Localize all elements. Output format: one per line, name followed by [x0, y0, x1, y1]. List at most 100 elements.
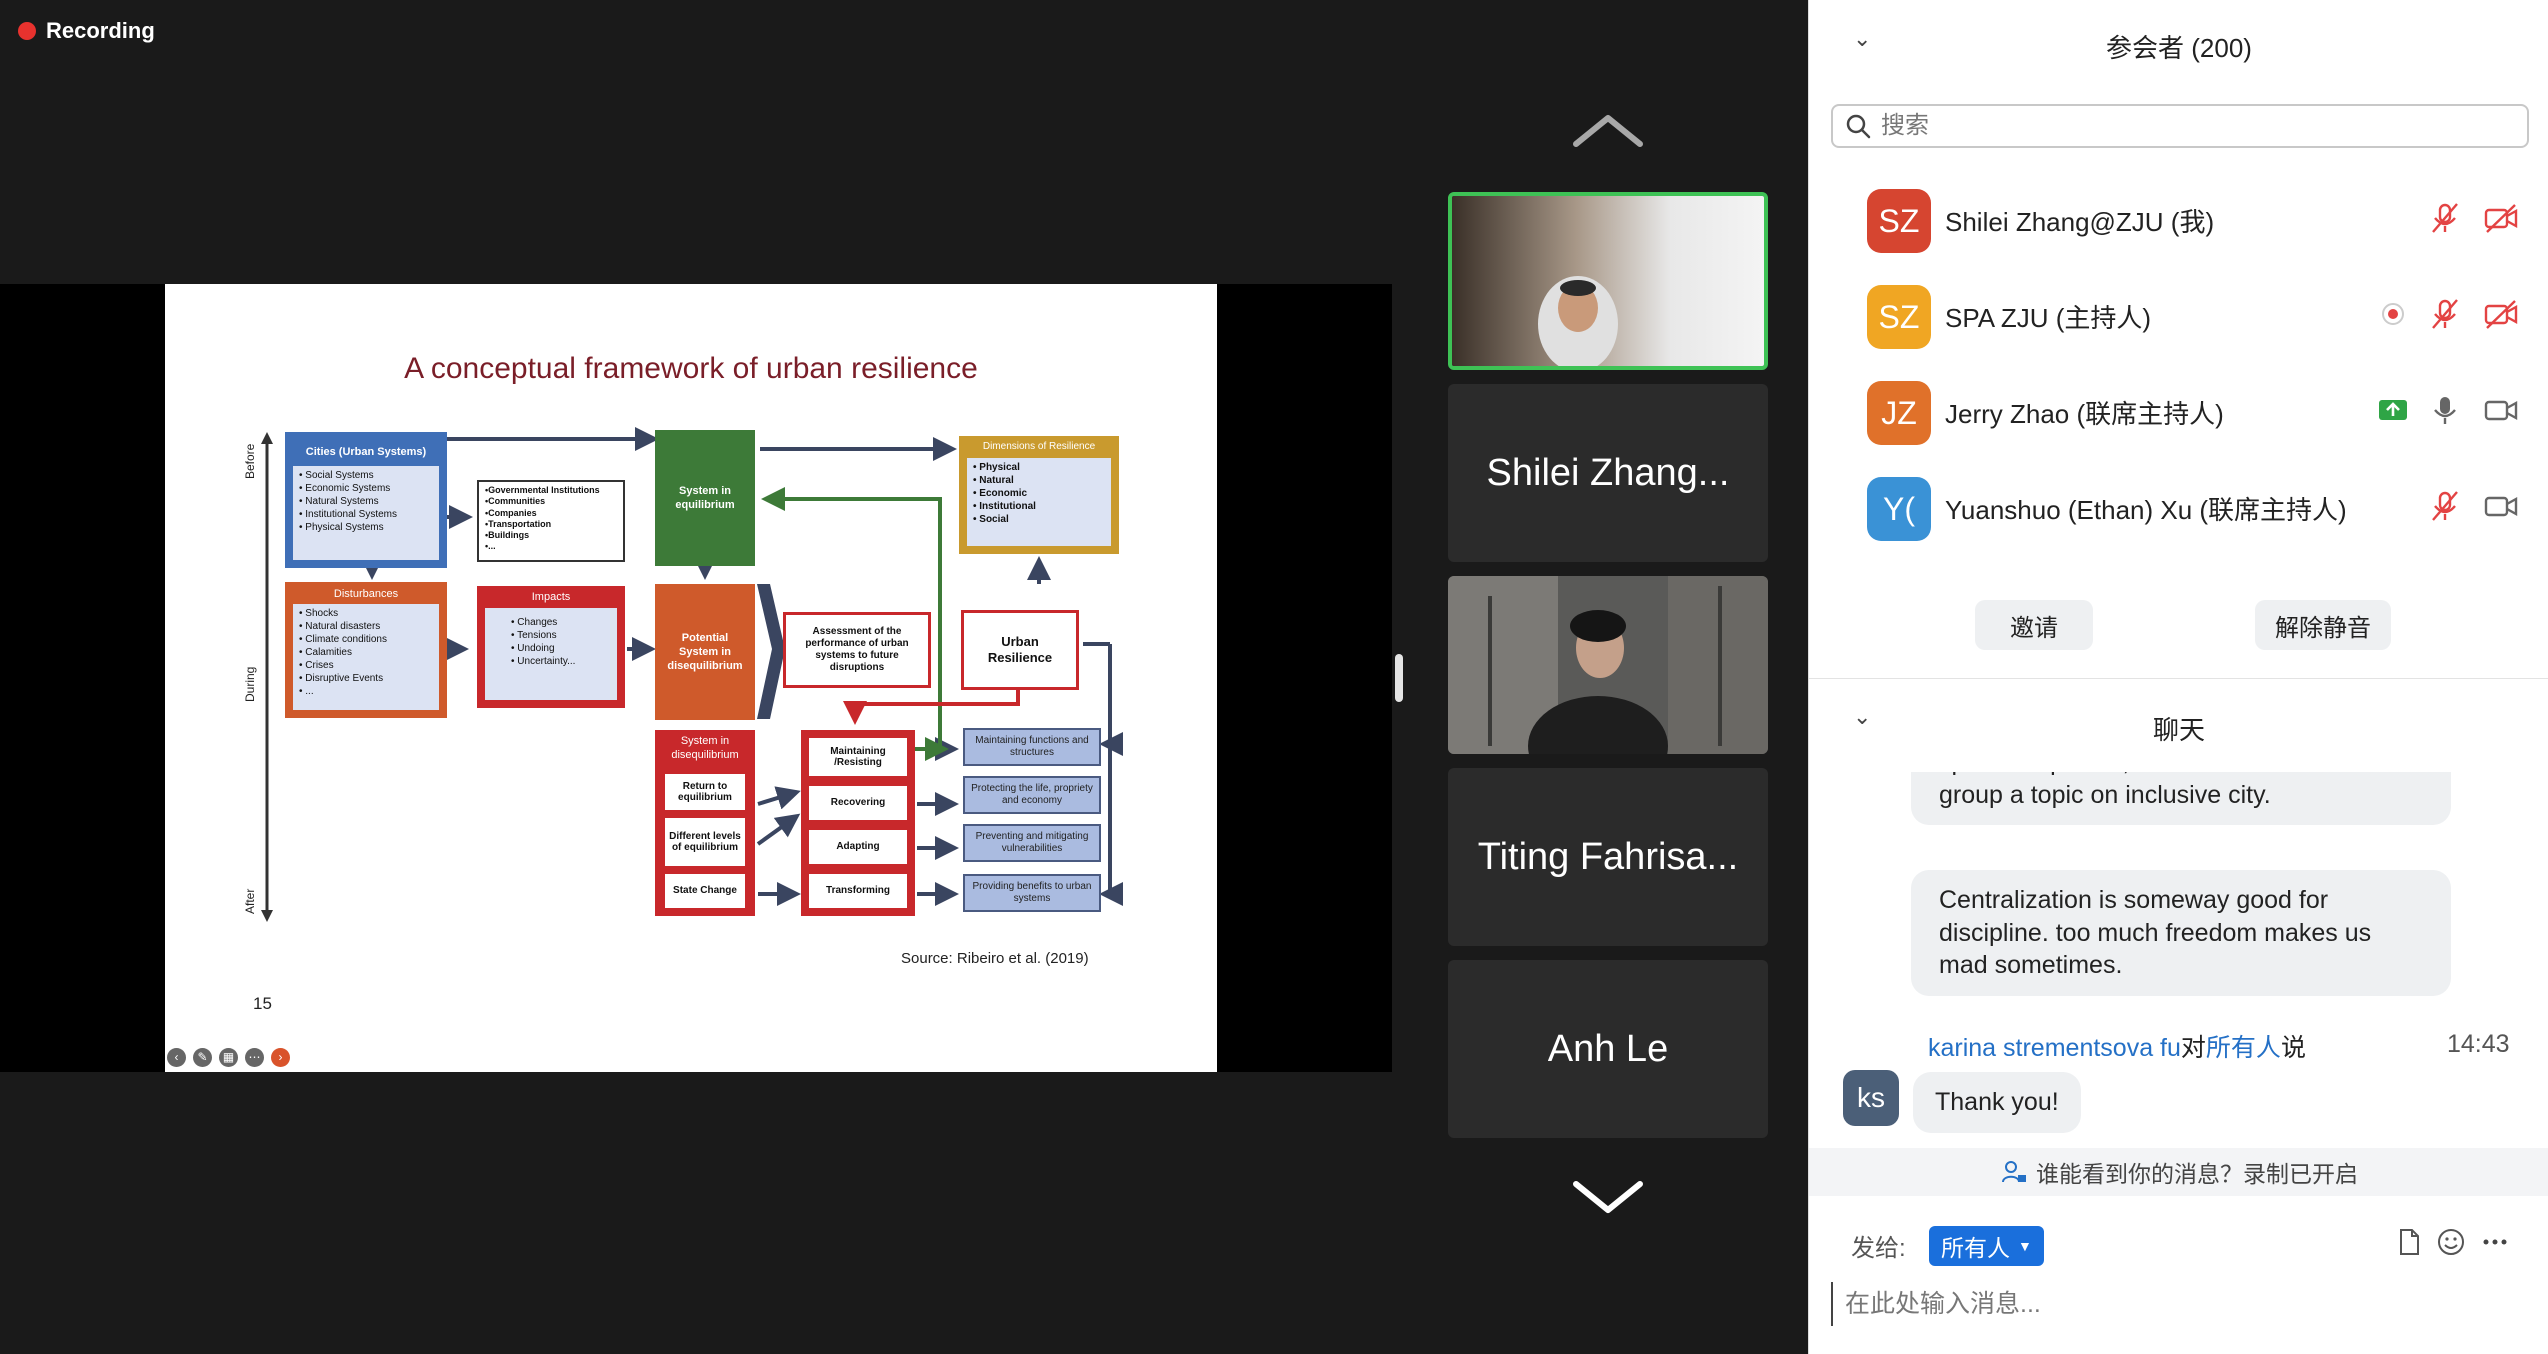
system-disequilibrium-title: System in disequilibrium: [671, 735, 739, 762]
chat-bubble: Centralization is someway good for disci…: [1911, 870, 2451, 996]
impacts-title: Impacts: [531, 591, 571, 603]
scroll-up-icon[interactable]: [1572, 112, 1644, 152]
panel-divider: [1809, 678, 2548, 679]
dimensions-item: Physical: [973, 461, 1105, 474]
participant-tile-name: Anh Le: [1547, 1027, 1669, 1070]
participant-avatar: SZ: [1867, 189, 1931, 253]
scroll-down-icon[interactable]: [1572, 1176, 1644, 1216]
actions-box: Maintaining /Resisting Recovering Adapti…: [801, 730, 915, 916]
disturbances-box: Disturbances Shocks Natural disasters Cl…: [285, 582, 447, 718]
privacy-text: 谁能看到你的消息？录制已开启: [2036, 1161, 2358, 1187]
institutions-item: •Buildings: [485, 530, 530, 540]
message-to-word: 对: [2180, 1034, 2206, 1062]
video-tile[interactable]: [1448, 576, 1768, 754]
action-item: Maintaining /Resisting: [809, 738, 907, 776]
mic-muted-icon[interactable]: [2427, 488, 2463, 524]
disturbances-item: Crises: [299, 659, 433, 672]
participant-row[interactable]: Y(Yuanshuo (Ethan) Xu (联席主持人): [1809, 460, 2548, 550]
privacy-notice[interactable]: 谁能看到你的消息？录制已开启: [1809, 1148, 2548, 1196]
cities-list: Social Systems Economic Systems Natural …: [293, 466, 439, 560]
participant-row[interactable]: SZ Shilei Zhang@ZJU (我): [1809, 172, 2548, 262]
disturbances-item: Natural disasters: [299, 620, 433, 633]
message-sender[interactable]: karina strementsova fu: [1928, 1034, 2181, 1062]
participant-tile-name: Shilei Zhang...: [1486, 451, 1730, 494]
participant-name: Shilei Zhang@ZJU (我): [1945, 207, 2215, 237]
urban-resilience-box: Urban Resilience: [961, 610, 1079, 690]
camera-icon[interactable]: [2483, 392, 2519, 428]
mic-muted-icon[interactable]: [2427, 296, 2463, 332]
microphone-icon[interactable]: [2427, 392, 2463, 428]
invite-button[interactable]: 邀请: [1975, 600, 2093, 650]
outcome-item: Protecting the life, propriety and econo…: [963, 776, 1101, 814]
dimensions-item: Social: [973, 513, 1105, 526]
institutions-box: •Governmental Institutions •Communities …: [477, 480, 625, 562]
participant-search[interactable]: [1831, 104, 2529, 148]
participant-video-man: [1452, 196, 1764, 366]
splitter-handle[interactable]: [1395, 654, 1403, 702]
unmute-all-button[interactable]: 解除静音: [2255, 600, 2391, 650]
impacts-item: Changes: [511, 616, 611, 629]
record-dot-icon: [18, 22, 36, 40]
camera-off-icon[interactable]: [2483, 296, 2519, 332]
dimensions-item: Institutional: [973, 500, 1105, 513]
cities-item: Institutional Systems: [299, 508, 433, 521]
impacts-box: Impacts Changes Tensions Undoing Uncerta…: [477, 586, 625, 708]
mic-muted-icon[interactable]: [2427, 200, 2463, 236]
cities-item: Economic Systems: [299, 482, 433, 495]
cities-title: Cities (Urban Systems): [305, 446, 427, 458]
impacts-list: Changes Tensions Undoing Uncertainty...: [485, 608, 617, 700]
institutions-item: •Companies: [485, 507, 537, 518]
video-tile[interactable]: Titing Fahrisa...: [1448, 768, 1768, 946]
message-sender-line: karina strementsova fu对所有人说: [1928, 1028, 2306, 1064]
camera-off-icon[interactable]: [2483, 200, 2519, 236]
institutions-item: •Transportation: [485, 518, 552, 529]
collapse-chat-icon[interactable]: ⌄: [1853, 704, 1872, 729]
outcome-item: Maintaining functions and structures: [963, 728, 1101, 766]
slides-grid-icon[interactable]: ▦: [219, 1048, 238, 1067]
slide-source: Source: Ribeiro et al. (2019): [901, 950, 1089, 967]
pen-icon[interactable]: ✎: [193, 1048, 212, 1067]
video-tile[interactable]: [1448, 192, 1768, 370]
dimensions-box: Dimensions of Resilience Physical Natura…: [959, 436, 1119, 554]
camera-icon[interactable]: [2483, 488, 2519, 524]
message-said-word: 说: [2280, 1034, 2306, 1062]
participant-name: Jerry Zhao (联席主持人): [1945, 399, 2224, 429]
collapse-participants-icon[interactable]: ⌄: [1853, 26, 1872, 51]
chat-title: 聊天: [2152, 715, 2205, 745]
shared-screen[interactable]: A conceptual framework of urban resilien…: [0, 284, 1392, 1072]
chat-message-input[interactable]: [1831, 1282, 2521, 1326]
impacts-item: Tensions: [511, 629, 611, 642]
potential-disequilibrium-box: Potential System in disequilibrium: [655, 584, 755, 720]
next-slide-icon[interactable]: ›: [271, 1048, 290, 1067]
participant-video-young-man: [1448, 576, 1768, 754]
more-icon[interactable]: [2479, 1226, 2511, 1258]
video-tile[interactable]: Shilei Zhang...: [1448, 384, 1768, 562]
recording-status-icon: [2375, 296, 2411, 332]
message-time: 14:43: [2447, 1030, 2510, 1058]
search-icon: [1846, 114, 1871, 139]
disturbances-item: Calamities: [299, 646, 433, 659]
slide-title: A conceptual framework of urban resilien…: [404, 352, 978, 385]
emoji-icon[interactable]: [2435, 1226, 2467, 1258]
file-icon[interactable]: [2393, 1226, 2425, 1258]
more-options-icon[interactable]: ⋯: [245, 1048, 264, 1067]
presentation-slide: A conceptual framework of urban resilien…: [165, 284, 1217, 1072]
participant-tile-name: Titing Fahrisa...: [1477, 835, 1739, 878]
message-recipient[interactable]: 所有人: [2205, 1034, 2281, 1062]
search-input[interactable]: [1881, 112, 2481, 140]
equilibrium-option: Different levels of equilibrium: [665, 818, 745, 866]
video-tile[interactable]: Anh Le: [1448, 960, 1768, 1138]
cities-box: Cities (Urban Systems) Social Systems Ec…: [285, 432, 447, 568]
recording-indicator[interactable]: Recording: [18, 18, 155, 44]
disturbances-title: Disturbances: [333, 588, 399, 600]
disturbances-item: ...: [299, 685, 433, 698]
institutions-item: •Communities: [485, 496, 546, 507]
participant-name: Yuanshuo (Ethan) Xu (联席主持人): [1945, 495, 2347, 525]
audience-dropdown[interactable]: 所有人 ▼: [1929, 1226, 2044, 1266]
chat-bubble: Thank you!: [1913, 1072, 2081, 1133]
previous-slide-icon[interactable]: ‹: [167, 1048, 186, 1067]
chat-messages: specific topic. so, first we choose as a…: [1809, 772, 2548, 1144]
